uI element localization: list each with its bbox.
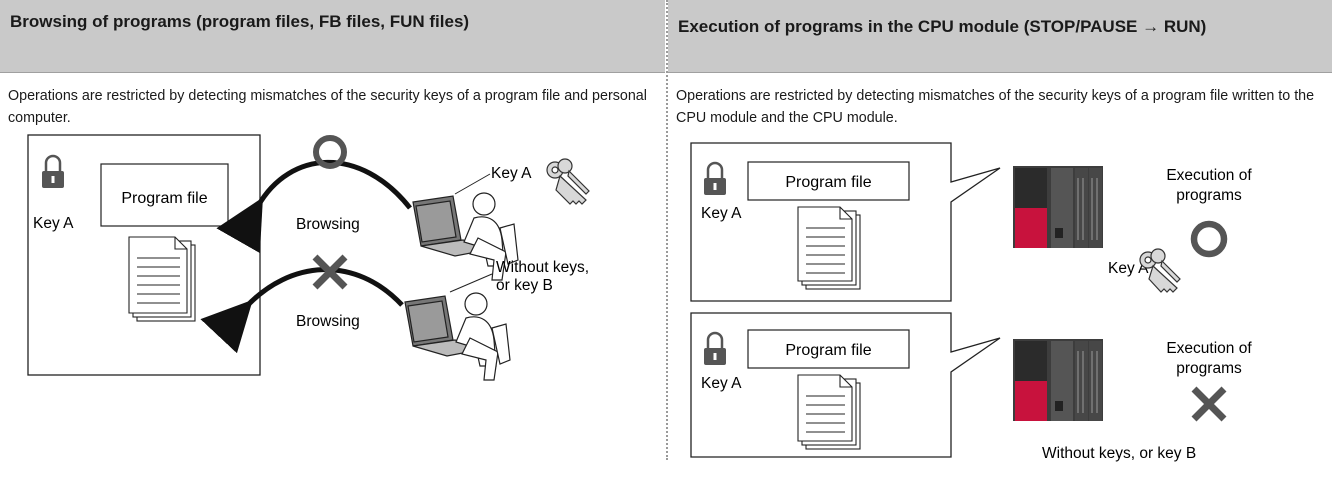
lock-key-label: Key A — [33, 215, 74, 232]
top-cpu-key-label: Key A — [1108, 260, 1149, 277]
execution-allowed-panel: Key A Program file — [690, 142, 1252, 302]
execution-denied-panel: Key A Program file — [690, 312, 1252, 462]
left-description: Operations are restricted by detecting m… — [8, 88, 647, 126]
bottom-lock-key-label: Key A — [701, 375, 742, 392]
left-column: Browsing of programs (program files, FB … — [0, 0, 665, 381]
cpu-module-icon — [1013, 339, 1103, 421]
browse-arrow-top — [216, 159, 412, 254]
bottom-cpu-key-label: Without keys, or key B — [1042, 445, 1196, 462]
left-header: Browsing of programs (program files, FB … — [0, 0, 665, 73]
program-file-label: Program file — [121, 190, 207, 207]
cpu-module-icon — [1013, 166, 1103, 248]
browsing-figure: Key A Program file Browsing — [27, 134, 590, 381]
top-program-file-label: Program file — [785, 174, 871, 191]
callout-line-bottom — [449, 273, 493, 293]
column-divider — [666, 0, 668, 460]
computer-user-icon-bottom — [404, 292, 511, 381]
document-stack-icon — [128, 236, 196, 322]
bottom-exec-line1: Execution of — [1166, 340, 1252, 357]
document-stack-icon — [797, 374, 861, 450]
bottom-user-key-line2: or key B — [496, 277, 553, 294]
bottom-program-file-box — [747, 329, 910, 369]
top-exec-line1: Execution of — [1166, 167, 1252, 184]
keys-icon-top — [546, 158, 590, 205]
denied-cross-icon — [1191, 386, 1227, 422]
top-user-key-label: Key A — [491, 165, 532, 182]
lock-icon — [42, 154, 64, 188]
top-lock-key-label: Key A — [701, 205, 742, 222]
bottom-browsing-label: Browsing — [296, 313, 360, 330]
execution-figure: Key A Program file — [690, 142, 1252, 462]
callout-line-top — [454, 173, 491, 195]
document-stack-icon — [797, 206, 861, 290]
bottom-program-file-label: Program file — [785, 342, 871, 359]
computer-user-icon-top — [412, 192, 519, 281]
top-program-file-box — [747, 161, 910, 201]
top-exec-line2: programs — [1176, 187, 1242, 204]
right-header: Execution of programs in the CPU module … — [668, 0, 1332, 73]
bottom-exec-line2: programs — [1176, 360, 1242, 377]
keys-icon — [1139, 248, 1181, 293]
denied-cross-icon — [312, 254, 348, 290]
allowed-circle-icon — [1190, 220, 1228, 258]
bottom-user-key-line1: Without keys, — [496, 259, 589, 276]
program-file-box — [100, 163, 229, 227]
lock-icon — [704, 161, 726, 195]
right-column: Execution of programs in the CPU module … — [668, 0, 1332, 462]
top-browsing-label: Browsing — [296, 216, 360, 233]
lock-icon — [704, 331, 726, 365]
right-description: Operations are restricted by detecting m… — [676, 88, 1315, 126]
allowed-circle-icon — [313, 135, 347, 169]
